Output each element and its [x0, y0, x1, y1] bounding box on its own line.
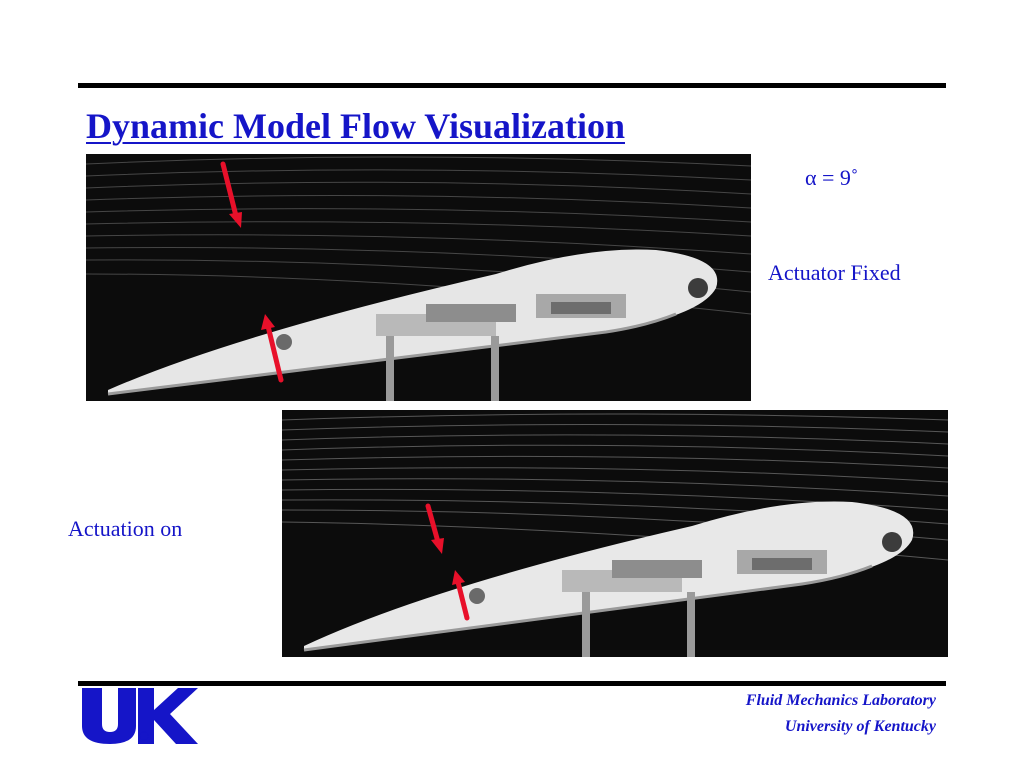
uk-logo-icon [82, 688, 198, 744]
footer-university-name: University of Kentucky [784, 718, 936, 735]
angle-of-attack-label: α = 9˚ [805, 165, 859, 190]
slide-title: Dynamic Model Flow Visualization [86, 106, 625, 146]
airfoil-image-bottom [282, 413, 948, 657]
actuation-on-caption: Actuation on [68, 516, 183, 541]
university-of-kentucky-logo [80, 688, 200, 744]
footer-lab-name: Fluid Mechanics Laboratory [745, 692, 936, 709]
flow-photo-actuation-on [282, 410, 948, 657]
flow-photo-actuator-fixed [86, 154, 751, 401]
actuator-fixed-caption: Actuator Fixed [768, 260, 901, 285]
bottom-divider [78, 681, 946, 686]
top-divider [78, 83, 946, 88]
airfoil-image-top [86, 156, 751, 401]
